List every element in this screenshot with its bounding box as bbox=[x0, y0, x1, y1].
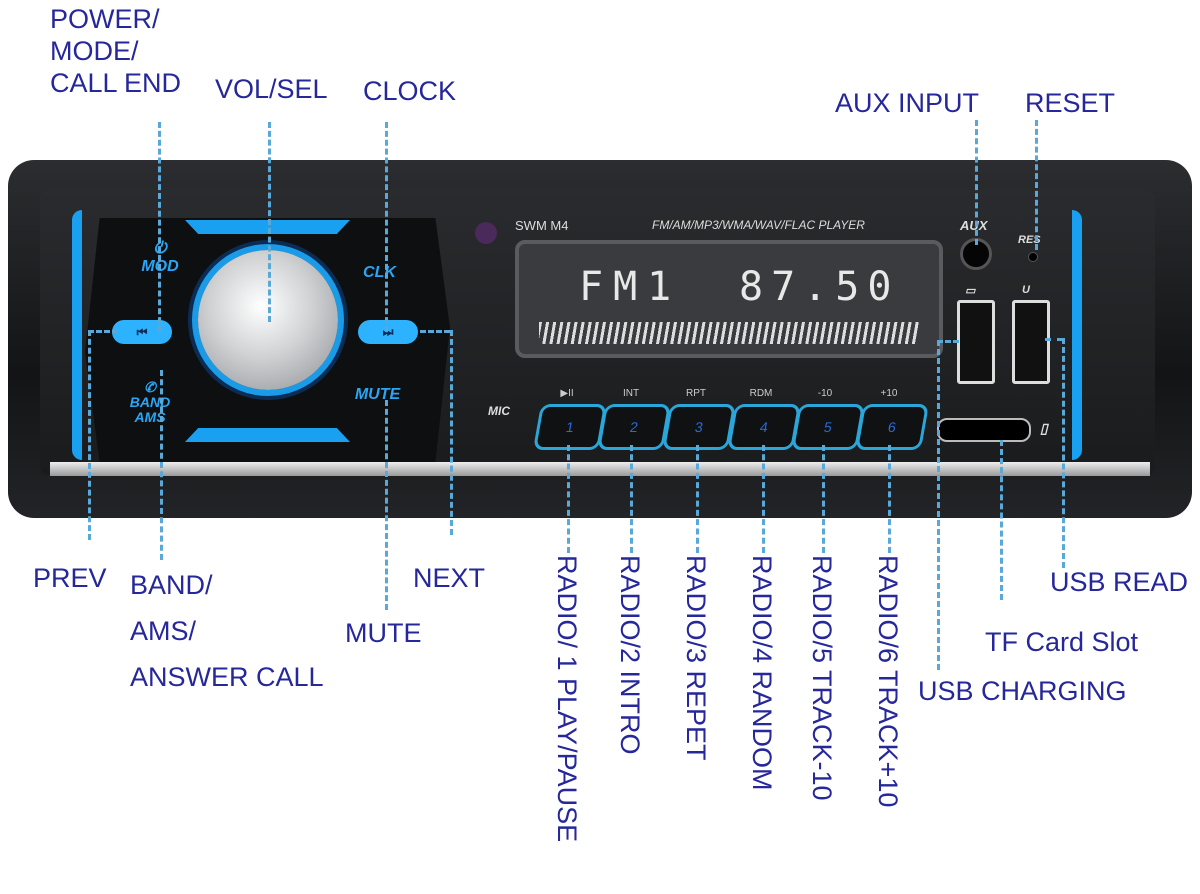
callout-tf-card-slot: TF Card Slot bbox=[985, 627, 1139, 657]
callout-line-radio-5 bbox=[822, 445, 825, 553]
callout-line-radio-2 bbox=[630, 445, 633, 553]
reset-label: RES bbox=[1018, 234, 1041, 246]
display-band: FM1 bbox=[579, 264, 682, 310]
callout-power-line2: MODE/ bbox=[50, 36, 139, 66]
ams-label: AMS bbox=[134, 409, 166, 425]
aux-label: AUX bbox=[960, 218, 988, 233]
callout-line-next bbox=[450, 330, 453, 535]
callout-power-line1: POWER/ bbox=[50, 4, 160, 34]
callout-line-band bbox=[160, 370, 163, 560]
model-label: SWM M4 bbox=[515, 218, 569, 233]
prev-button[interactable]: ⏮ bbox=[112, 320, 172, 344]
preset-button-3[interactable]: 3 bbox=[661, 404, 737, 450]
mic-label: MIC bbox=[488, 404, 510, 418]
player-label: FM/AM/MP3/WMA/WAV/FLAC PLAYER bbox=[652, 218, 865, 232]
preset-button-2[interactable]: 2 bbox=[596, 404, 672, 450]
callout-line-power bbox=[158, 122, 161, 332]
callout-radio-5: RADIO/5 TRACK-10 bbox=[807, 555, 837, 801]
top-light bbox=[185, 220, 350, 234]
callout-line-radio-1 bbox=[567, 445, 570, 553]
clk-button[interactable]: CLK bbox=[363, 264, 396, 281]
callout-line-aux bbox=[975, 120, 978, 245]
callout-aux-input: AUX INPUT bbox=[835, 88, 980, 118]
sd-card-icon: ▯ bbox=[1040, 420, 1048, 436]
callout-line-vol bbox=[268, 122, 271, 322]
preset-3-function-label: RPT bbox=[686, 388, 706, 399]
callout-line-reset bbox=[1035, 120, 1038, 250]
callout-power: POWER/ MODE/ CALL END bbox=[50, 3, 181, 99]
callout-line-clock bbox=[385, 122, 388, 332]
bottom-light bbox=[185, 428, 350, 442]
preset-4-function-label: RDM bbox=[749, 388, 773, 399]
preset-button-5[interactable]: 5 bbox=[790, 404, 866, 450]
callout-line-radio-4 bbox=[762, 445, 765, 553]
spectrum-graphic bbox=[539, 322, 919, 344]
callout-band-line1: BAND/ bbox=[130, 570, 213, 600]
callout-hline-usb-charging bbox=[937, 340, 959, 343]
callout-next: NEXT bbox=[413, 563, 486, 593]
preset-2-function-label: INT bbox=[622, 388, 640, 399]
lcd-display: FM1 87.50 bbox=[515, 240, 943, 358]
callout-mute: MUTE bbox=[345, 618, 422, 648]
callout-hline-usb-read bbox=[1045, 338, 1063, 341]
mute-button[interactable]: MUTE bbox=[354, 386, 401, 403]
phone-icon: ✆ bbox=[144, 379, 156, 395]
callout-band-line2: AMS/ bbox=[130, 616, 197, 646]
callout-line-radio-3 bbox=[696, 445, 699, 553]
preset-button-6[interactable]: 6 bbox=[854, 404, 930, 450]
preset-1-function-label: ▶II bbox=[560, 388, 574, 399]
callout-line-mute bbox=[385, 400, 388, 610]
callout-hline-next bbox=[420, 330, 450, 333]
band-label: BAND bbox=[129, 394, 171, 410]
usb-charging-port[interactable] bbox=[957, 300, 995, 384]
chrome-strip bbox=[50, 462, 1150, 476]
callout-line-usb-charging bbox=[937, 340, 940, 670]
callout-usb-charging: USB CHARGING bbox=[918, 676, 1127, 706]
ir-sensor bbox=[475, 222, 497, 244]
callout-prev: PREV bbox=[33, 563, 107, 593]
callout-radio-1: RADIO/ 1 PLAY/PAUSE bbox=[552, 555, 582, 843]
callout-usb-read: USB READ bbox=[1050, 567, 1189, 597]
reset-hole[interactable] bbox=[1028, 252, 1038, 262]
tf-card-slot[interactable] bbox=[937, 418, 1031, 442]
callout-clock: CLOCK bbox=[363, 76, 457, 106]
battery-icon: ▭ bbox=[965, 285, 976, 297]
preset-button-4[interactable]: 4 bbox=[726, 404, 802, 450]
callout-radio-2: RADIO/2 INTRO bbox=[615, 555, 645, 755]
preset-button-1[interactable]: 1 bbox=[532, 404, 608, 450]
usb-read-port[interactable] bbox=[1012, 300, 1050, 384]
callout-vol-sel: VOL/SEL bbox=[215, 74, 328, 104]
callout-radio-4: RADIO/4 RANDOM bbox=[747, 555, 777, 791]
callout-line-usb-read bbox=[1062, 338, 1065, 568]
callout-line-prev bbox=[88, 330, 91, 540]
callout-hline-prev bbox=[88, 330, 118, 333]
left-light-bar bbox=[72, 210, 82, 460]
usb-u-label: U bbox=[1022, 284, 1030, 296]
callout-radio-3: RADIO/3 REPET bbox=[681, 555, 711, 761]
next-button[interactable]: ⏭ bbox=[358, 320, 418, 344]
preset-6-function-label: +10 bbox=[880, 388, 898, 399]
callout-radio-6: RADIO/6 TRACK+10 bbox=[873, 555, 903, 808]
callout-line-radio-6 bbox=[888, 445, 891, 553]
callout-band: BAND/ AMS/ ANSWER CALL bbox=[130, 562, 324, 700]
display-frequency: 87.50 bbox=[739, 264, 900, 310]
callout-line-tf bbox=[1000, 440, 1003, 600]
right-light-bar bbox=[1072, 210, 1082, 460]
callout-power-line3: CALL END bbox=[50, 68, 182, 98]
callout-band-line3: ANSWER CALL bbox=[130, 662, 324, 692]
preset-5-function-label: -10 bbox=[817, 388, 833, 399]
callout-reset: RESET bbox=[1025, 88, 1116, 118]
